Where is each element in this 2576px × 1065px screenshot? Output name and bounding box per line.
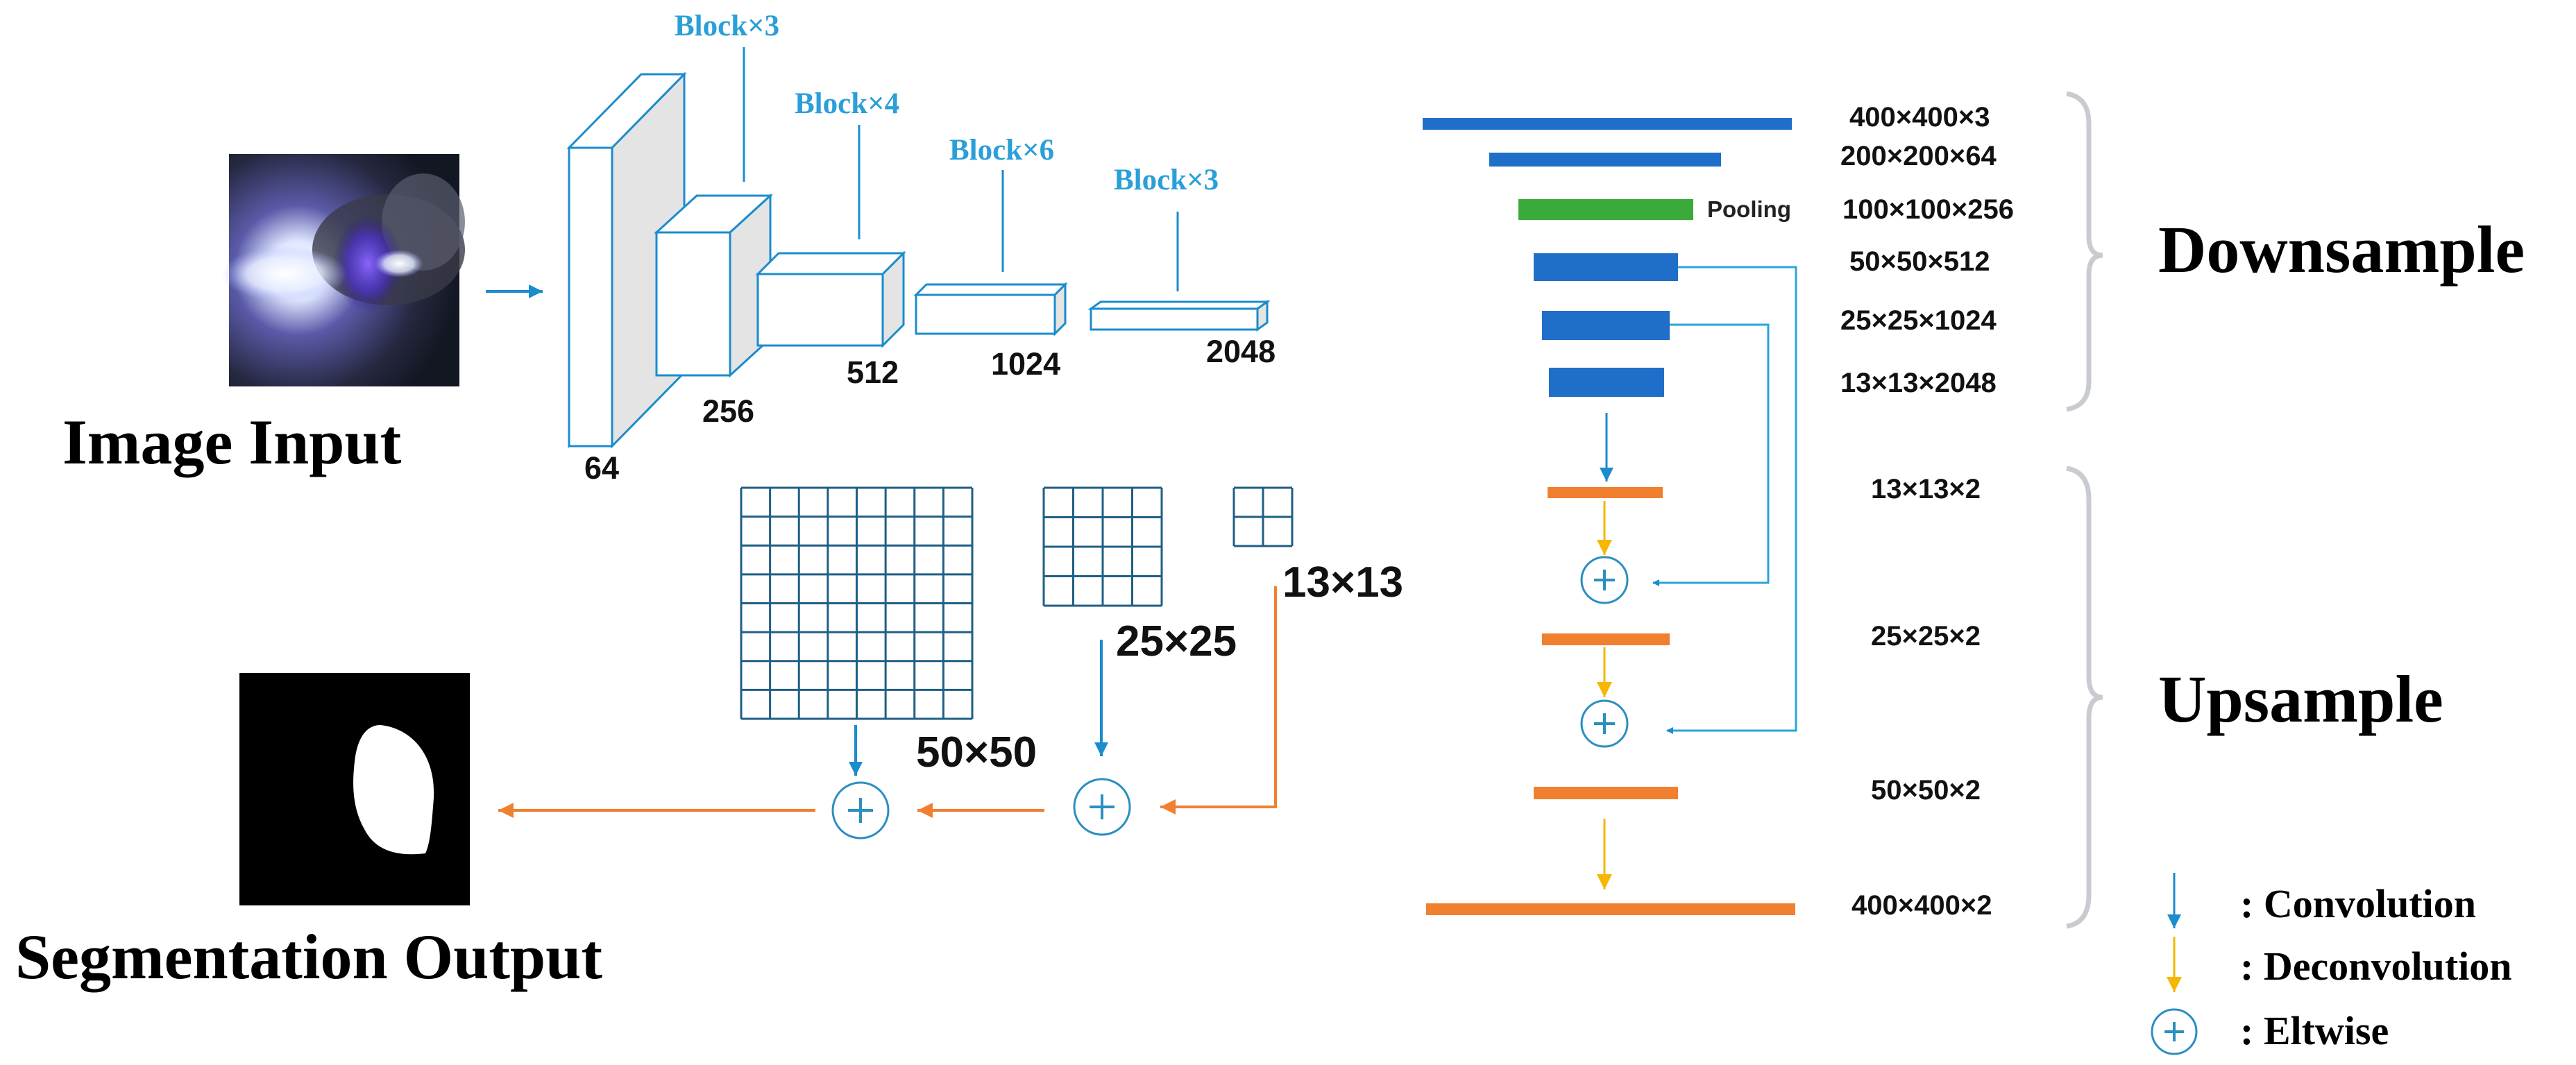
up-bar-2 (1542, 633, 1670, 645)
size-label-100x100x256: 100×100×256 (1842, 194, 2014, 225)
skip-connection-25 (1652, 323, 1770, 586)
block-label-4: Block×3 (1114, 164, 1219, 196)
size-label-25x25x1024: 25×25×1024 (1840, 305, 1997, 336)
pipeline-eltwise-1 (1580, 556, 1629, 604)
encoder-block-5 (1087, 300, 1271, 332)
encoder-block-2 (654, 193, 773, 378)
size-label-400x400x2: 400×400×2 (1852, 890, 1992, 921)
block-label-1: Block×3 (675, 10, 779, 42)
grid-large (740, 486, 974, 720)
encoder-block-3 (755, 250, 906, 348)
downsample-brace (2066, 91, 2103, 412)
upsample-brace (2066, 466, 2103, 929)
block-label-2: Block×4 (795, 87, 899, 120)
down-bar-1 (1423, 118, 1792, 130)
input-title: Image Input (62, 407, 402, 477)
grid-mid-label: 25×25 (1116, 617, 1237, 665)
channel-label-1024: 1024 (991, 346, 1060, 382)
grid-small-label: 13×13 (1282, 559, 1403, 606)
pooling-bar (1518, 199, 1693, 220)
size-label-50x50x512: 50×50×512 (1849, 246, 1990, 277)
output-title: Segmentation Output (15, 921, 602, 992)
grid-mid (1042, 486, 1163, 607)
size-label-200x200x64: 200×200×64 (1840, 141, 1997, 171)
channel-label-256: 256 (702, 393, 754, 429)
channel-label-512: 512 (847, 355, 899, 390)
size-label-13x13x2048: 13×13×2048 (1840, 368, 1997, 398)
pooling-label: Pooling (1707, 196, 1791, 222)
upsample-label: Upsample (2158, 662, 2443, 736)
small-to-mid-arrow (1160, 586, 1277, 815)
channel-label-64: 64 (584, 450, 619, 486)
legend-deconvolution-label: : Deconvolution (2240, 944, 2512, 989)
down-bar-3 (1534, 253, 1678, 281)
block-label-3: Block×6 (949, 134, 1054, 167)
size-label-25x25x2: 25×25×2 (1871, 621, 1981, 651)
legend-eltwise-label: : Eltwise (2240, 1008, 2389, 1053)
output-mask (239, 673, 470, 905)
size-label-400x400x3: 400×400×3 (1849, 102, 1990, 133)
input-image (222, 154, 465, 386)
grid-large-label: 50×50 (916, 729, 1037, 776)
downsample-label: Downsample (2158, 212, 2525, 287)
legend-eltwise-icon (2151, 1008, 2198, 1055)
pipeline-bars (1423, 118, 1795, 915)
skip-connection-50 (1666, 266, 1797, 734)
encoder-block-4 (913, 282, 1068, 336)
up-bar-1 (1548, 487, 1663, 498)
size-label-13x13x2: 13×13×2 (1871, 474, 1981, 504)
up-bar-4 (1426, 903, 1795, 915)
down-bar-4 (1542, 311, 1670, 340)
up-bar-3 (1534, 787, 1678, 799)
legend-convolution-label: : Convolution (2240, 881, 2476, 926)
down-bar-5 (1549, 368, 1664, 397)
grid-small (1232, 486, 1294, 547)
channel-label-2048: 2048 (1206, 334, 1276, 369)
size-label-50x50x2: 50×50×2 (1871, 775, 1981, 806)
down-bar-2 (1489, 153, 1721, 167)
eltwise-left-2 (1073, 778, 1131, 836)
pipeline-eltwise-2 (1580, 699, 1629, 748)
eltwise-left-1 (831, 781, 890, 840)
